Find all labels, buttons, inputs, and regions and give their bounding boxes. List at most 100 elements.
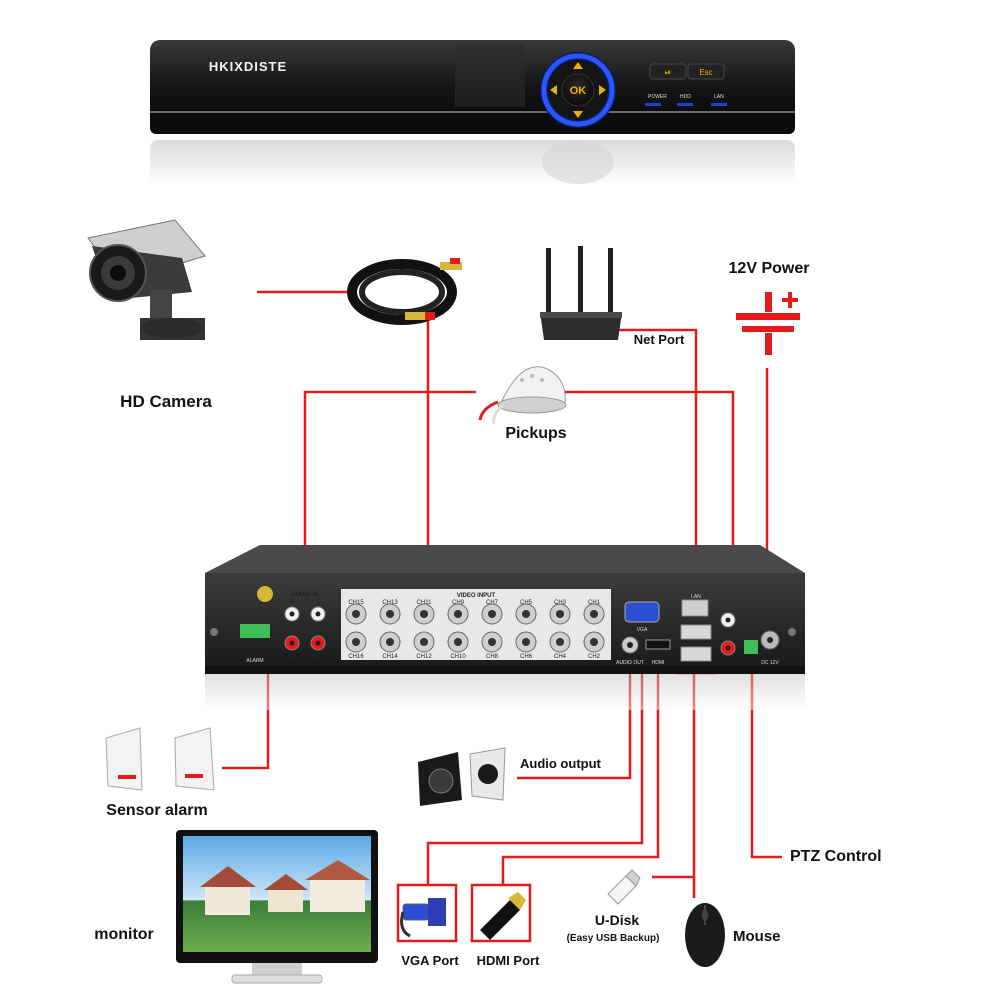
hdmi-port-label: HDMI Port [477,953,541,968]
bnc-center-pin [522,610,530,618]
hdmi-connector [645,639,671,650]
audio-in-ch3: 3 [316,600,320,606]
audio-out-label: AUDIO OUT [616,660,644,666]
power-label: 12V Power [729,260,810,277]
mouse-icon [685,903,725,967]
channel-label-ch6: CH6 [520,654,533,660]
udisk-label: U-Disk [595,912,640,928]
hdmi-cable-icon [480,892,526,940]
coax-cable [347,258,462,325]
channel-label-ch13: CH13 [382,600,398,606]
audio-output-label: Audio output [520,756,602,771]
front-dvr: HKIXDISTE OK ⏯ Esc POWER HDD LAN [150,40,795,185]
udisk-note: (Easy USB Backup) [567,933,660,944]
arrow-up-icon [573,62,583,69]
sensor-alarm [105,727,215,791]
net-port-label: Net Port [634,332,685,347]
lan-connector [681,599,709,617]
bnc-center-pin [420,610,428,618]
bnc-center-pin [488,610,496,618]
vga-port-label: VGA Port [401,953,459,968]
audio-in-jacks [284,606,326,651]
channel-label-ch2: CH2 [588,654,601,660]
channel-label-ch3: CH3 [554,600,567,606]
bnc-center-pin [352,610,360,618]
pickup-microphone [478,366,567,425]
usb-port-1 [680,624,712,640]
monitor [176,830,378,984]
channel-label-ch12: CH12 [416,654,432,660]
vga-port-box [396,883,458,943]
wires [222,290,782,898]
power-led [645,103,661,106]
vga-connector [624,601,660,623]
ok-control-ring: OK [540,52,616,128]
speakers [418,747,506,806]
ok-button-label: OK [570,85,587,97]
hdd-indicator-label: HDD [680,94,691,100]
hdmi-port-box [470,883,532,943]
esc-button [687,63,725,80]
channel-label-ch8: CH8 [486,654,499,660]
video-input-label: VIDEO INPUT [457,593,496,599]
power-indicator-label: POWER [648,94,667,100]
vga-cable-icon [400,898,446,938]
bnc-center-pin [386,610,394,618]
router [540,246,622,340]
audio-in-label: AUDIO IN [292,592,319,598]
brand-logo: HKIXDISTE [209,59,287,74]
audio-in-ch6: 6 [290,655,294,661]
rear-dvr-reflection [205,674,805,710]
channel-label-ch7: CH7 [486,600,499,606]
arrow-down-icon [573,111,583,118]
front-dvr-reflection [150,140,795,185]
channel-label-ch11: CH11 [417,600,433,606]
channel-label-ch5: CH5 [520,600,533,606]
lan-indicator-label: LAN [714,94,724,100]
usb-port-2 [680,646,712,662]
alarm-terminal-block [240,624,270,638]
play-pause-button [649,63,687,80]
bnc-center-pin [352,638,360,646]
play-pause-icon: ⏯ [665,68,671,77]
hdd-led [677,103,693,106]
vga-connector-label: VGA [637,627,648,633]
arrow-left-icon [550,85,557,95]
esc-button-label: Esc [699,68,712,77]
bnc-center-pin [522,638,530,646]
lan-led [711,103,727,106]
pickups-label: Pickups [505,425,566,442]
udisk-icon [607,869,641,905]
hd-camera-label: HD Camera [120,392,212,411]
bnc-center-pin [590,610,598,618]
channel-label-ch10: CH10 [450,654,466,660]
channel-label-ch15: CH15 [348,600,364,606]
lan-connector-label: LAN [691,594,701,600]
bnc-center-pin [590,638,598,646]
audio-in-ch5: 5 [290,600,294,606]
hdmi-connector-label: HDMI [652,660,665,666]
bnc-center-pin [454,638,462,646]
bnc-center-pin [556,638,564,646]
channel-label-ch4: CH4 [554,654,567,660]
audio-in-ch4: 4 [316,655,320,661]
hd-camera [87,219,206,340]
bnc-center-pin [386,638,394,646]
ptz-terminal [744,640,758,654]
channel-label-ch16: CH16 [348,654,364,660]
power-symbol-icon [736,292,800,355]
bnc-center-pin [420,638,428,646]
monitor-label: monitor [94,926,154,943]
channel-label-ch14: CH14 [382,654,398,660]
channel-label-ch9: CH9 [452,600,465,606]
sensor-alarm-label: Sensor alarm [106,802,207,819]
dc12v-label: DC 12V [761,660,779,666]
channel-label-ch1: CH1 [588,600,601,606]
ptz-control-label: PTZ Control [790,848,882,865]
bnc-center-pin [454,610,462,618]
bnc-center-pin [488,638,496,646]
mouse-label: Mouse [733,928,781,945]
alarm-port-label: ALARM [246,658,263,664]
